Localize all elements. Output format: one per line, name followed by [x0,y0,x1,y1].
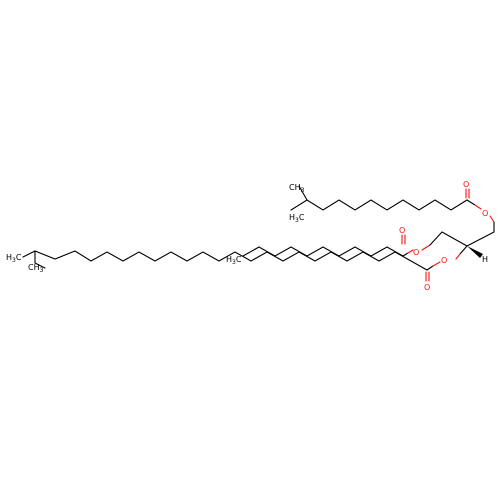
stereo-wedge [467,246,483,258]
hydrogen-stereo: H [482,255,488,264]
methyl-label-top-2: H3C [289,213,305,224]
glycerol-backbone [441,231,495,260]
acyl-chain-bottom [22,250,441,282]
methyl-label-bottom-2: CH3 [28,263,44,274]
oxygen-carbonyl-bottom: O [424,283,430,292]
methyl-label-bottom-1: H3C [6,253,22,264]
oxygen-ester-bottom: O [441,256,447,265]
atom-labels: CH3 H3C O O H3C O O H O O H3C CH3 [6,180,488,292]
methyl-label-top-1: CH3 [289,183,305,194]
oxygen-carbonyl-top: O [463,180,469,189]
methyl-label-middle: H3C [226,255,242,266]
oxygen-ester-top: O [482,209,488,218]
acyl-chain-top [290,185,495,233]
oxygen-carbonyl-middle: O [399,226,405,235]
oxygen-ester-middle: O [413,248,419,257]
